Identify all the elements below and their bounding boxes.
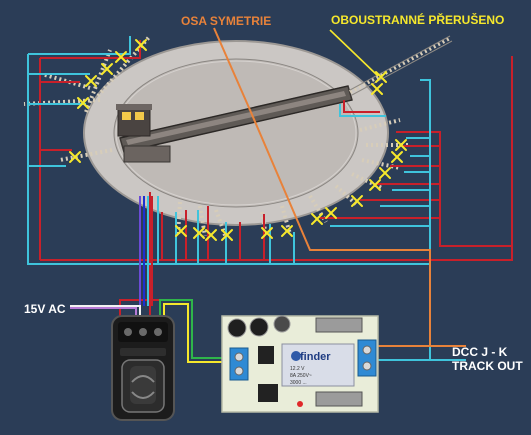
gap-marker [221,229,233,241]
gap-marker [69,151,81,163]
gap-marker [77,97,89,109]
gap-marker [115,51,127,63]
wire-yellow-gap [329,29,379,77]
gap-label: OBOUSTRANNÉ PŘERUŠENO [331,12,504,27]
turntable-bridge [116,85,353,163]
track-out-label: TRACK OUT [452,359,523,373]
gap-marker [325,207,337,219]
turntable-controller [111,315,175,421]
gap-marker [135,39,147,51]
gap-marker [281,225,293,237]
gap-marker [175,225,187,237]
gap-marker [101,63,113,75]
relay-spec-1: 12.2 V [290,366,305,372]
dcc-label: DCC J - K [452,345,508,359]
gap-marker [395,139,407,151]
turntable [83,40,389,226]
gap-marker [311,213,323,225]
gap-marker [85,75,97,87]
relay-spec-3: 3000 ... [290,380,307,386]
relay-spec-2: 8A 250V~ [290,373,312,379]
gap-marker [351,195,363,207]
gap-markers [69,39,407,241]
gap-marker [391,151,403,163]
gap-marker [193,227,205,239]
gap-marker [261,227,273,239]
gap-marker [205,229,217,241]
axis-label: OSA SYMETRIE [181,14,271,28]
wire-orange-axis [213,27,466,347]
gap-marker [375,71,387,83]
power-label: 15V AC [24,302,66,316]
gap-marker [369,179,381,191]
gap-marker [379,167,391,179]
radial-rails [349,35,453,96]
relay-board [221,315,379,413]
wires-controller-bundle [70,196,430,363]
relay-brand: finder [300,351,331,363]
gap-marker [371,83,383,95]
